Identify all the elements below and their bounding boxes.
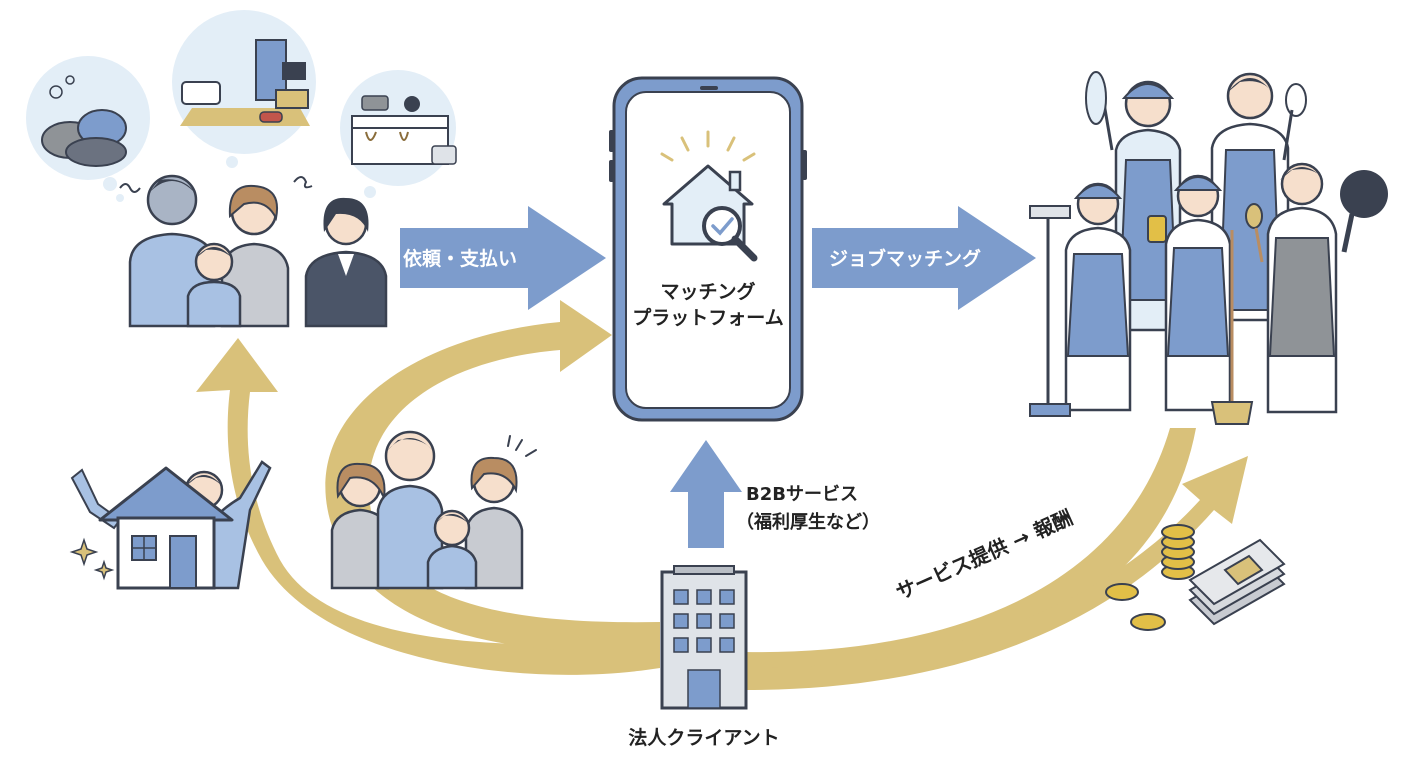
b2b-service-label-line1: B2Bサービス [746, 484, 858, 505]
request-payment-arrow [400, 206, 606, 310]
happy-house-icon [69, 460, 272, 590]
dirty-kitchen-bubble-icon [340, 70, 457, 198]
job-matching-arrow [812, 206, 1036, 310]
platform-label-line1: マッチング [660, 280, 755, 303]
gold-arrow-to-home [196, 338, 660, 675]
matching-platform-phone[interactable] [609, 76, 807, 422]
b2b-up-arrow [670, 440, 742, 548]
corporate-client-label: 法人クライアント [628, 726, 779, 749]
messy-room-bubble-icon [172, 10, 316, 168]
cash-stack-icon [1188, 538, 1286, 626]
coins-icon [1105, 524, 1195, 631]
gold-arrow-to-reward [745, 456, 1248, 690]
house-search-icon [660, 130, 758, 262]
dirty-laundry-bubble-icon [26, 56, 150, 202]
gold-arrow-to-workers [745, 428, 1196, 674]
job-matching-label: ジョブマッチング [829, 247, 981, 270]
office-building-icon [660, 565, 748, 710]
happy-family-icon [330, 430, 537, 590]
b2b-service-label-line2: （福利厚生など） [736, 511, 880, 533]
gold-arrow-to-platform [325, 300, 660, 652]
worried-family-icon [119, 174, 388, 328]
request-payment-label: 依頼・支払い [403, 247, 517, 270]
platform-label-line2: プラットフォーム [632, 306, 783, 329]
service-workers-icon [1029, 71, 1388, 425]
gold-flow-arrows [196, 300, 1248, 690]
